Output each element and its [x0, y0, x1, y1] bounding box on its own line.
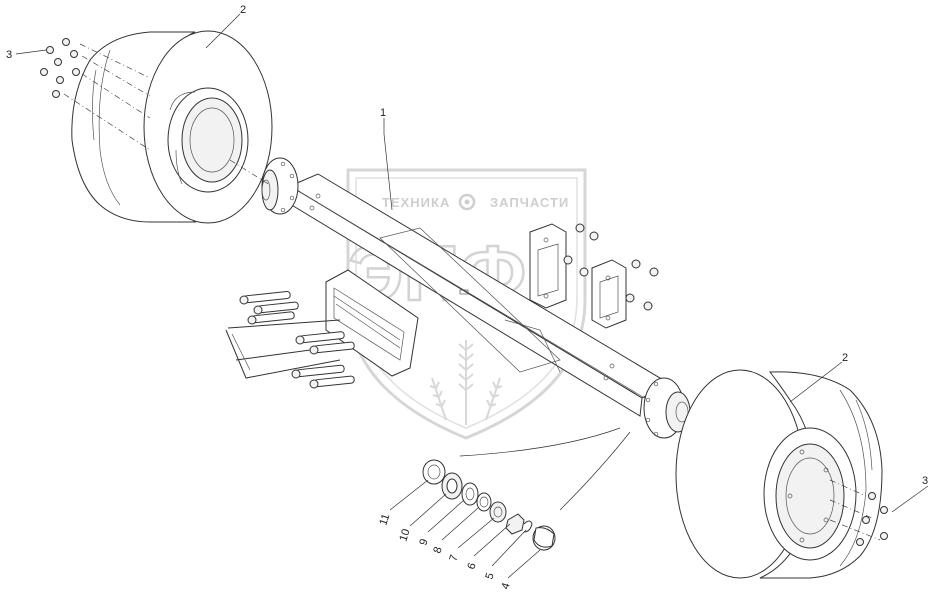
callout-9: 9 [417, 537, 430, 547]
u-bolts [239, 290, 355, 389]
callout-3-right: 3 [922, 475, 928, 487]
callout-8: 8 [431, 545, 444, 555]
wheel-top-left [71, 30, 273, 224]
callout-5: 5 [483, 571, 496, 581]
callout-2-top: 2 [240, 4, 246, 16]
callout-6: 6 [465, 561, 478, 571]
callout-4: 4 [499, 581, 512, 591]
callout-10: 10 [397, 528, 412, 543]
wheel-nuts-right [829, 479, 888, 546]
hub-detail-callout-line [459, 427, 631, 511]
watermark-left-word: ТЕХНИКА [382, 195, 450, 210]
spring-pad-nuts [563, 223, 659, 311]
wheel-bottom-right [675, 369, 883, 579]
mounting-bracket [225, 269, 419, 379]
wheat-emblem [429, 340, 503, 425]
hub-parts [422, 459, 556, 551]
callouts: 1 2 2 3 3 4 5 6 7 8 9 10 11 [6, 4, 929, 591]
spring-pads [529, 223, 627, 329]
callout-11: 11 [377, 512, 392, 527]
callout-3-left: 3 [6, 49, 12, 61]
callout-2-bottom: 2 [842, 352, 848, 364]
wheel-nuts-left [40, 38, 151, 151]
watermark-right-word: ЗАПЧАСТИ [490, 195, 569, 210]
axle-beam [229, 157, 781, 471]
callout-1: 1 [380, 107, 386, 119]
gear-icon [458, 193, 476, 211]
callout-7: 7 [447, 553, 460, 563]
